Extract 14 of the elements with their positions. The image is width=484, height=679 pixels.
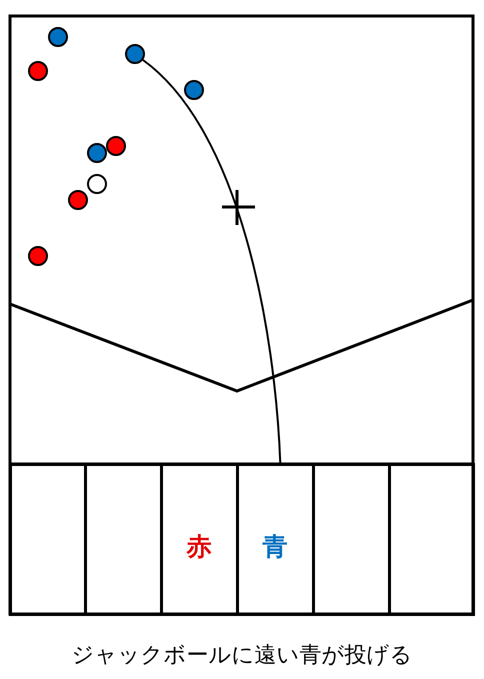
- ball: [28, 246, 48, 266]
- ball: [68, 190, 88, 210]
- team-label: 青: [262, 532, 288, 562]
- ball: [87, 143, 107, 163]
- ball: [125, 44, 145, 64]
- jack-ball: [87, 174, 107, 194]
- ball: [48, 27, 68, 47]
- ball: [106, 136, 126, 156]
- team-label: 赤: [186, 532, 212, 562]
- throwing-box: [8, 462, 86, 616]
- ball: [184, 80, 204, 100]
- trajectory-line: [142, 59, 282, 464]
- caption: ジャックボールに遠い青が投げる: [72, 643, 412, 668]
- ball: [28, 61, 48, 81]
